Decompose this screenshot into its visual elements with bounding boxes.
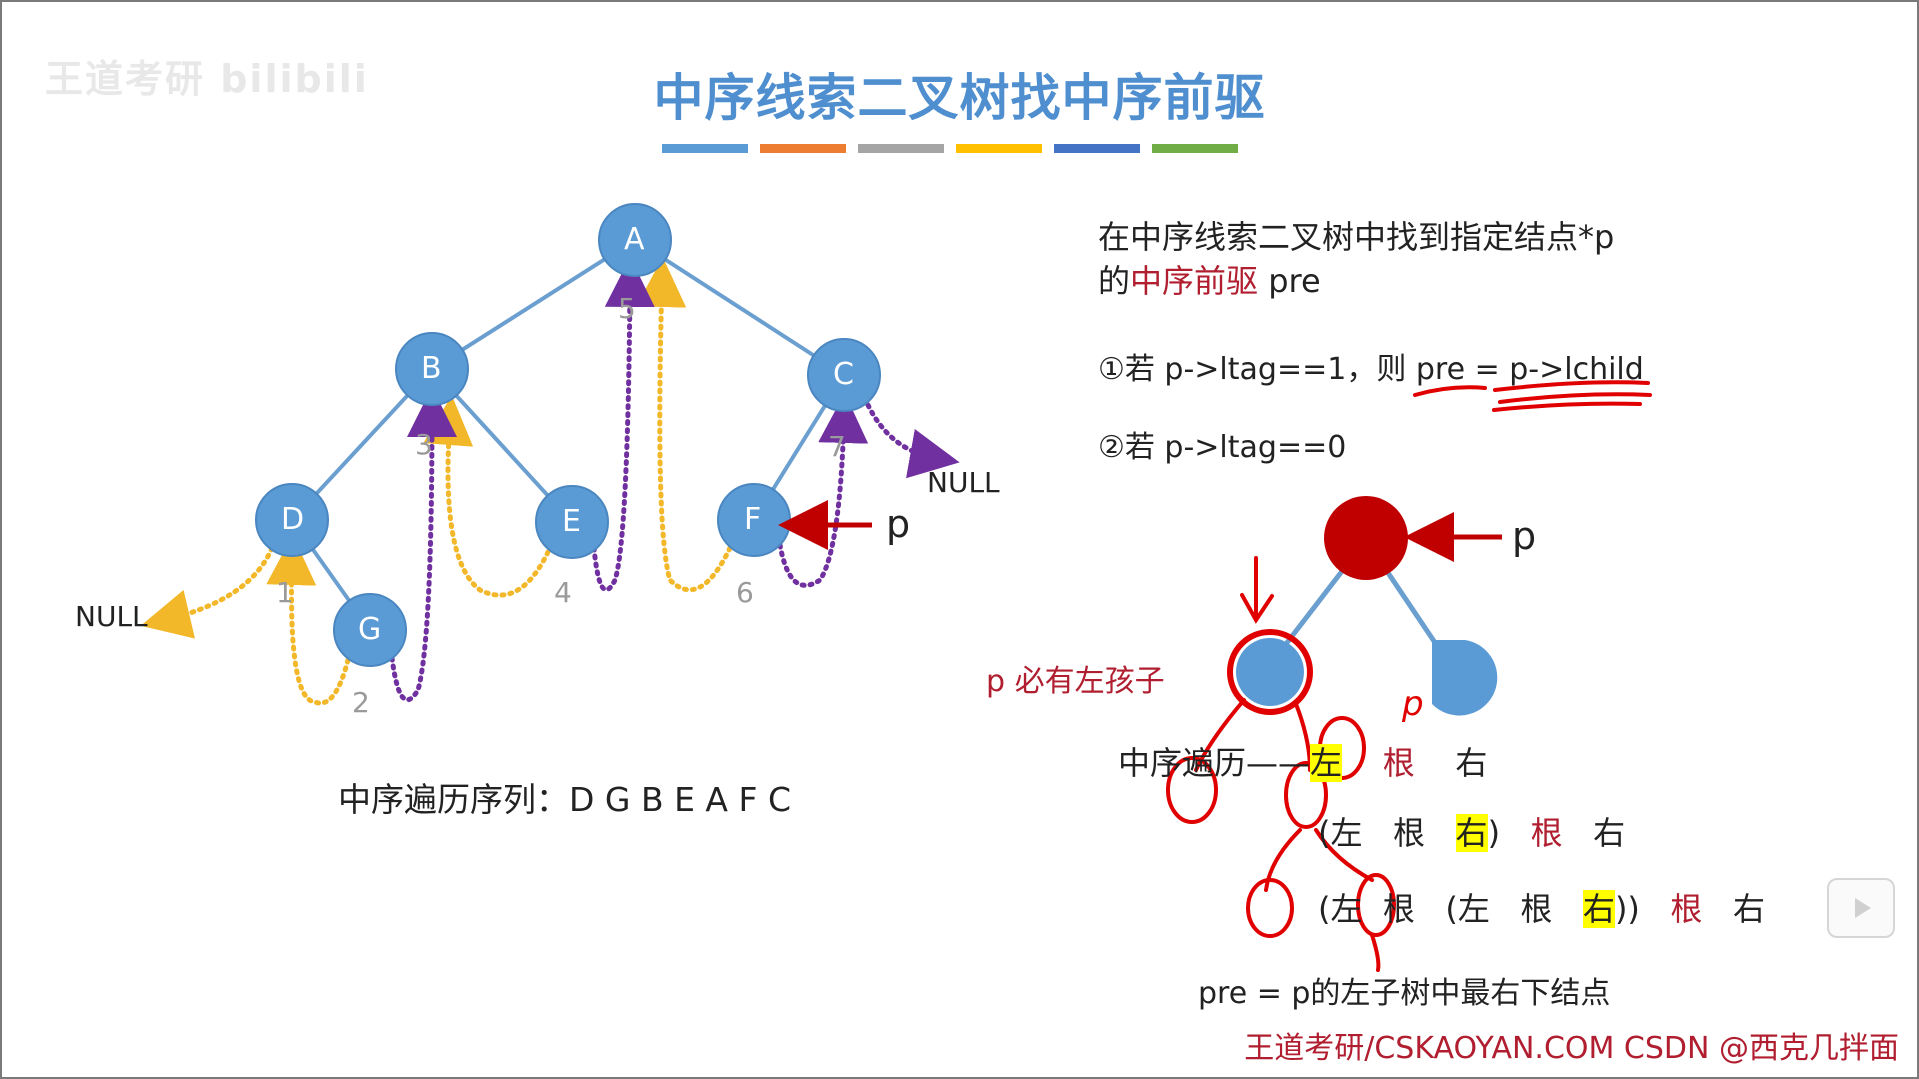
node-e-label: E (562, 504, 581, 539)
circle-small-2 (1284, 761, 1328, 829)
node-d-label: D (281, 502, 305, 537)
circle-left-child (1227, 629, 1313, 715)
null-right-label: NULL (927, 466, 1000, 499)
node-b (395, 332, 469, 406)
intro-line-2: 的中序前驱 pre (1098, 262, 1321, 300)
inorder-row-1: 中序遍历——左 根 右 (1118, 744, 1488, 782)
edge-a-b (430, 238, 637, 371)
edge-a-c (633, 238, 846, 377)
color-bar-segment (956, 144, 1042, 153)
pointer-p-label: p (886, 502, 911, 546)
null-left-label: NULL (75, 600, 148, 633)
node-g (333, 593, 407, 667)
order-number-7: 7 (828, 430, 846, 463)
node-f-label: F (744, 502, 762, 537)
left-child-note: p 必有左孩子 (986, 664, 1165, 699)
order-number-3: 3 (415, 428, 433, 461)
color-bar-segment (662, 144, 748, 153)
case-1-text: ①若 p->ltag==1，则 pre = p->lchild (1098, 352, 1644, 387)
node-c-label: C (833, 357, 854, 392)
underline-lchild-2 (1498, 392, 1652, 404)
inorder-row-2: (左 根 右) 根 右 (1318, 814, 1626, 852)
node-a (598, 203, 672, 277)
handwritten-p: p (1402, 684, 1424, 724)
color-bar-segment (1054, 144, 1140, 153)
circle-small-1 (1166, 756, 1218, 824)
branch-down-left (1194, 698, 1246, 772)
schematic-node-right (1432, 640, 1498, 716)
handwritten-annotations (1166, 380, 1652, 972)
down-arrow-mark (1240, 556, 1274, 624)
tail-mark (1370, 933, 1381, 972)
inorder-row-3: (左 根 (左 根 右)) 根 右 (1318, 890, 1765, 928)
thread-f-a (636, 257, 733, 593)
play-button[interactable] (1827, 878, 1895, 938)
circle-small-4 (1356, 873, 1396, 937)
schematic-p-label: p (1512, 514, 1537, 558)
thread-f-c (777, 393, 869, 588)
thread-g-b (389, 387, 457, 703)
node-c (807, 338, 881, 412)
color-bar-segment (858, 144, 944, 153)
color-bar-segment (760, 144, 846, 153)
order-number-4: 4 (554, 576, 572, 609)
play-icon (1855, 898, 1871, 918)
underline-lchild-3 (1492, 401, 1642, 412)
circle-small-3 (1246, 878, 1294, 938)
yellow-threads (140, 257, 733, 706)
footer-credit: 王道考研/CSKAOYAN.COM CSDN @西克几拌面 (1244, 1031, 1899, 1066)
underline-lchild-1 (1493, 380, 1650, 392)
node-e (535, 485, 609, 559)
node-b-label: B (421, 351, 442, 386)
tree-edges (290, 238, 846, 632)
branch-lower (1264, 828, 1302, 892)
inorder-sequence: 中序遍历序列：D G B E A F C (338, 780, 792, 819)
node-g-label: G (358, 612, 382, 647)
schematic-node-left (1236, 638, 1304, 706)
schematic-node-p (1324, 496, 1408, 580)
node-d (255, 483, 329, 557)
node-a-label: A (624, 222, 645, 257)
case-2-text: ②若 p->ltag==0 (1098, 430, 1347, 465)
conclusion-text: pre = p的左子树中最右下结点 (1198, 976, 1611, 1011)
order-number-2: 2 (352, 686, 370, 719)
schematic-tree (1236, 496, 1502, 716)
page-title: 中序线索二叉树找中序前驱 (653, 69, 1266, 127)
thread-g-d (266, 535, 351, 706)
order-number-1: 1 (276, 576, 294, 609)
order-number-6: 6 (736, 576, 754, 609)
tree-nodes (255, 203, 881, 667)
underline-pre (1413, 385, 1487, 397)
color-bar-segment (1152, 144, 1238, 153)
intro-line-1: 在中序线索二叉树中找到指定结点*p (1098, 218, 1615, 256)
order-number-5: 5 (618, 292, 636, 325)
watermark: 王道考研 bilibili (45, 57, 369, 101)
thread-e-a (591, 257, 655, 593)
branch-lower-right (1314, 828, 1374, 882)
purple-threads (389, 257, 960, 703)
thread-c-null (865, 402, 960, 479)
thread-e-b (423, 395, 551, 598)
thread-d-null (140, 545, 275, 639)
